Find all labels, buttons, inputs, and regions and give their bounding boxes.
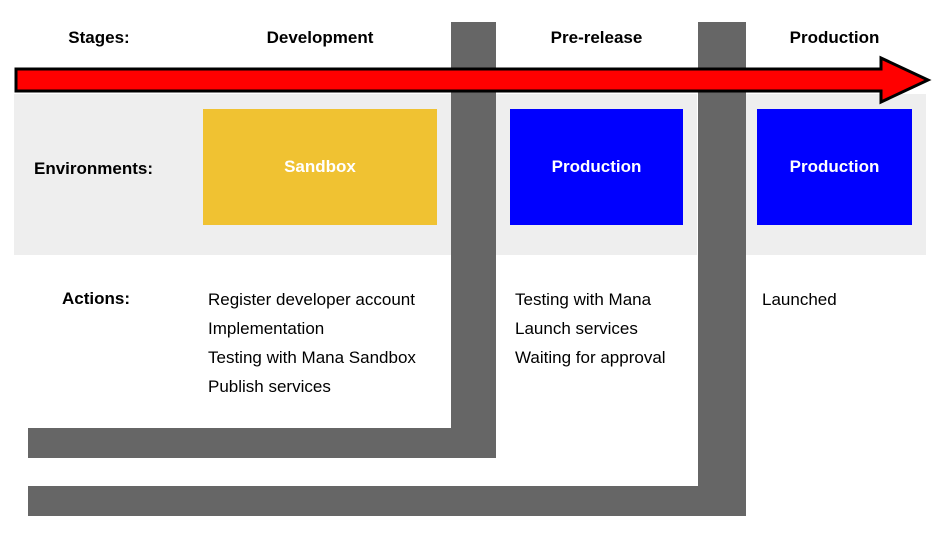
actions-label: Actions: xyxy=(62,289,130,308)
action-item: Testing with Mana Sandbox xyxy=(208,348,416,367)
environments-label: Environments: xyxy=(34,159,154,178)
action-item: Waiting for approval xyxy=(515,348,666,367)
stage-divider-prerelease xyxy=(698,22,746,516)
stage-header-production: Production xyxy=(789,28,880,47)
environment-box-prerelease-production: Production xyxy=(510,109,683,225)
environment-box-production: Production xyxy=(757,109,912,225)
action-item: Implementation xyxy=(208,319,325,338)
stage-header-prerelease: Pre-release xyxy=(550,28,643,47)
return-bar-development xyxy=(28,428,496,458)
return-bar-prerelease xyxy=(28,486,746,516)
actions-list-prerelease: Testing with Mana Launch services Waitin… xyxy=(515,285,666,372)
action-item: Publish services xyxy=(208,377,331,396)
action-item: Launched xyxy=(762,290,837,309)
stage-divider-development xyxy=(451,22,496,458)
action-item: Launch services xyxy=(515,319,638,338)
action-item: Register developer account xyxy=(208,290,415,309)
actions-list-production: Launched xyxy=(762,285,837,314)
stages-label: Stages: xyxy=(68,28,130,47)
timeline-arrow-shape xyxy=(14,55,932,105)
stage-header-development: Development xyxy=(266,28,374,47)
environment-box-sandbox: Sandbox xyxy=(203,109,437,225)
actions-list-development: Register developer account Implementatio… xyxy=(208,285,416,401)
action-item: Testing with Mana xyxy=(515,290,652,309)
